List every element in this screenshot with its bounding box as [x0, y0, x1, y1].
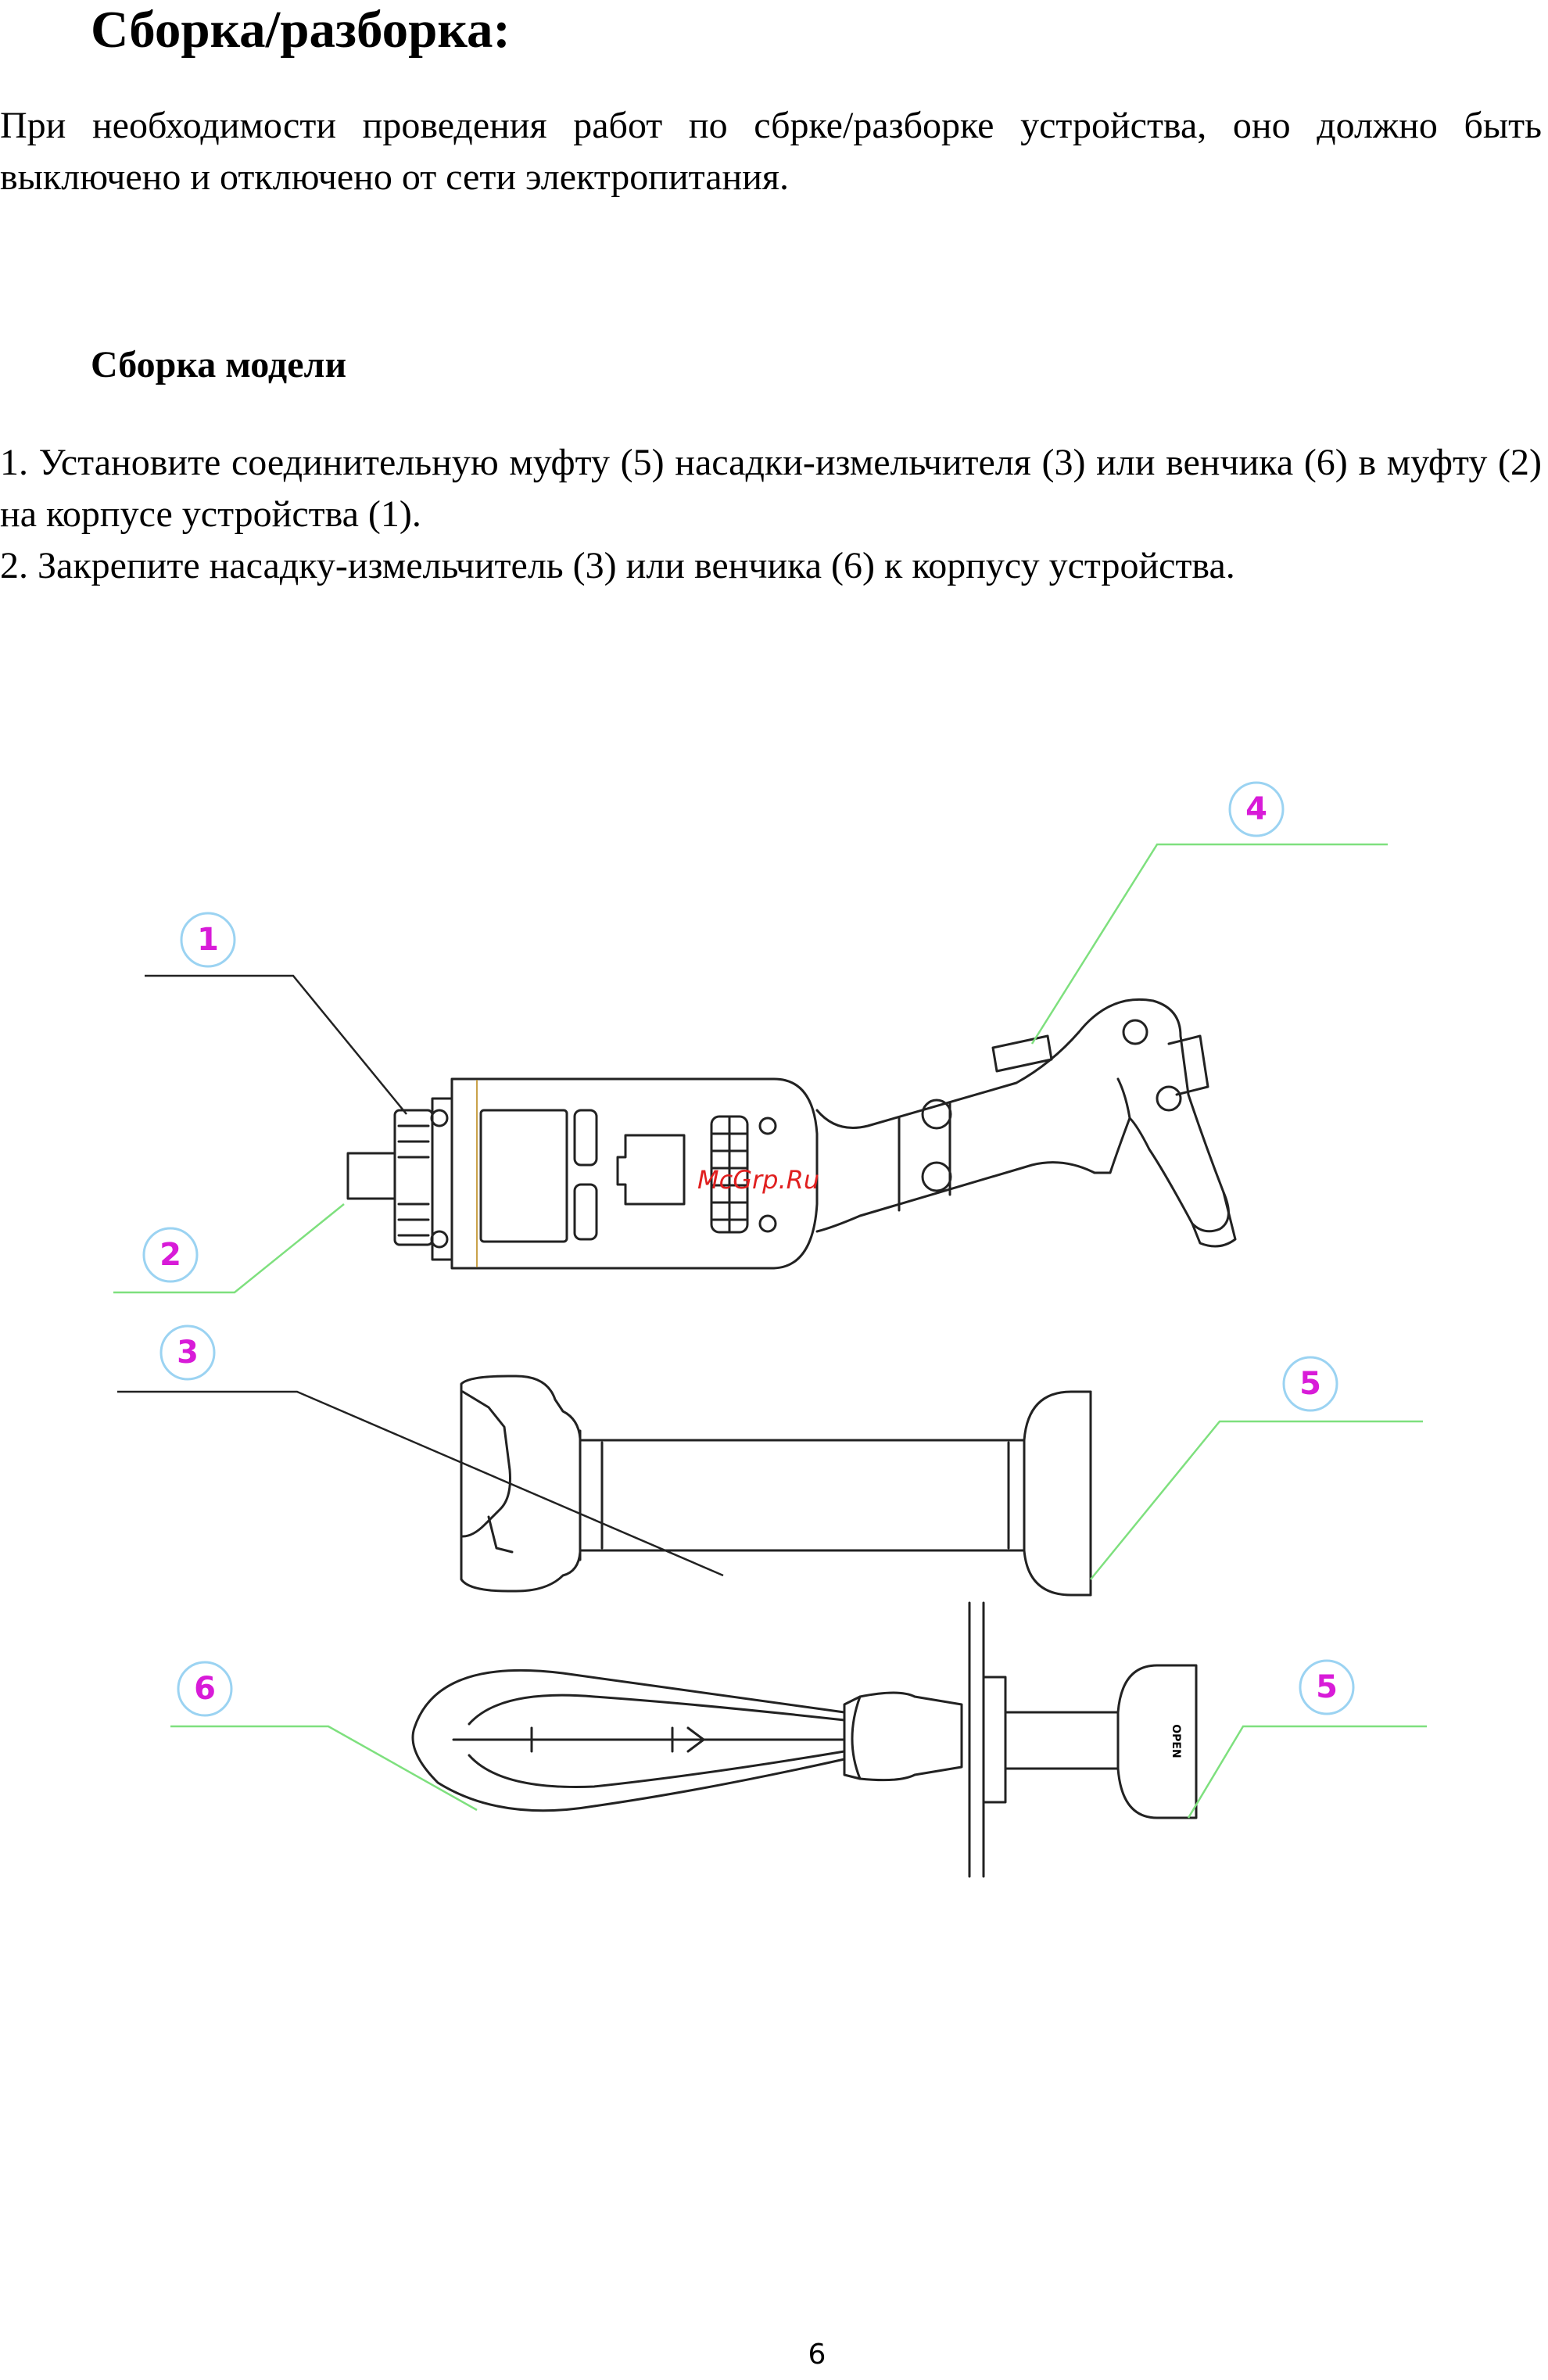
callout-label-3: 3 — [177, 1335, 199, 1371]
page-number: 6 — [808, 2339, 826, 2371]
leader-line-6 — [170, 1725, 478, 1812]
callout-circle-5a — [1282, 1356, 1338, 1412]
watermark: McGrp.Ru — [697, 1165, 819, 1195]
step-item: 2. Закрепите насадку-измельчитель (3) ил… — [0, 545, 1235, 586]
callout-label-6: 6 — [194, 1671, 216, 1707]
open-label: OPEN — [1170, 1724, 1182, 1758]
leader-line-5b — [1187, 1725, 1427, 1819]
blender-attachment-drawing — [460, 1375, 1092, 1597]
leader-line-5a — [1090, 1420, 1423, 1580]
whisk-attachment-drawing — [411, 1601, 1198, 1878]
callout-circle-1 — [180, 912, 236, 968]
leader-line-2 — [113, 1203, 345, 1294]
step-item: 1. Установите соединительную муфту (5) н… — [0, 442, 1542, 535]
callout-label-5a: 5 — [1299, 1366, 1321, 1402]
intro-paragraph: При необходимости проведения работ по сб… — [0, 105, 1542, 198]
callout-label-5b: 5 — [1316, 1669, 1338, 1705]
page-title: Сборка/разборка: — [91, 1, 511, 59]
callout-circle-3 — [159, 1324, 216, 1381]
callout-label-1: 1 — [197, 922, 219, 958]
leader-line-3 — [117, 1390, 724, 1577]
callout-circle-6 — [177, 1661, 233, 1717]
assembly-diagram: 1 2 3 4 5 6 5 McGrp.Ru OPEN — [113, 781, 1427, 1878]
device-body-drawing — [346, 998, 1237, 1270]
callout-circle-5b — [1299, 1659, 1355, 1715]
callout-circle-2 — [142, 1227, 199, 1283]
callout-label-2: 2 — [159, 1237, 181, 1273]
callout-label-4: 4 — [1245, 791, 1267, 827]
assembly-steps: 1. Установите соединительную муфту (5) н… — [0, 437, 1542, 592]
leader-line-4 — [1030, 843, 1388, 1045]
leader-line-1 — [145, 974, 407, 1115]
callout-circle-4 — [1228, 781, 1285, 837]
section-title: Сборка модели — [91, 344, 347, 385]
